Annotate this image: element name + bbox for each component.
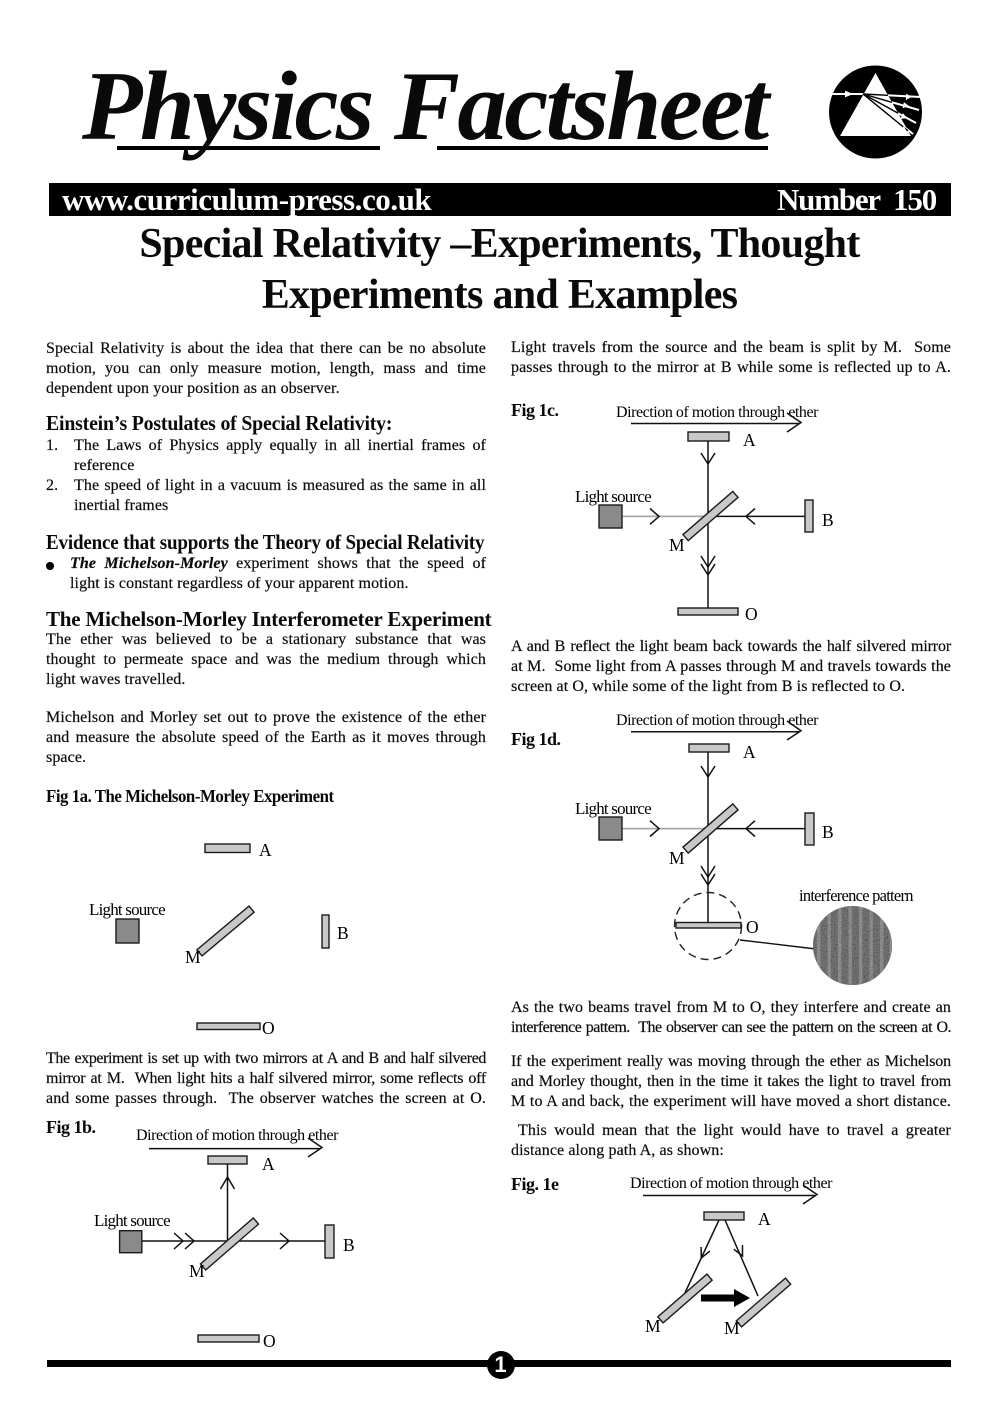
svg-text:M: M bbox=[189, 1261, 205, 1281]
svg-text:A: A bbox=[262, 1154, 275, 1174]
svg-text:Direction of motion through et: Direction of motion through ether bbox=[136, 1127, 339, 1144]
svg-text:Direction of motion through et: Direction of motion through ether bbox=[630, 1175, 833, 1192]
svg-text:M: M bbox=[669, 848, 685, 868]
svg-text:M: M bbox=[724, 1318, 740, 1338]
svg-text:O: O bbox=[262, 1018, 275, 1038]
svg-text:A: A bbox=[259, 840, 272, 860]
svg-text:B: B bbox=[822, 510, 834, 530]
svg-text:Light source: Light source bbox=[575, 487, 651, 506]
svg-text:B: B bbox=[822, 822, 834, 842]
svg-text:Direction of motion through et: Direction of motion through ether bbox=[616, 404, 819, 421]
svg-text:A: A bbox=[743, 430, 756, 450]
svg-text:O: O bbox=[746, 917, 759, 937]
svg-text:M: M bbox=[669, 535, 685, 555]
svg-text:M: M bbox=[185, 947, 201, 967]
svg-text:interference pattern: interference pattern bbox=[799, 886, 913, 905]
svg-text:B: B bbox=[343, 1235, 355, 1255]
svg-text:B: B bbox=[337, 923, 349, 943]
svg-text:A: A bbox=[743, 742, 756, 762]
svg-text:Light source: Light source bbox=[94, 1211, 170, 1230]
svg-text:O: O bbox=[745, 604, 758, 624]
svg-text:M: M bbox=[645, 1316, 661, 1336]
svg-text:Light source: Light source bbox=[575, 799, 651, 818]
svg-text:O: O bbox=[263, 1331, 276, 1351]
svg-text:Light source: Light source bbox=[89, 900, 165, 919]
svg-text:Direction of motion through et: Direction of motion through ether bbox=[616, 712, 819, 729]
svg-text:A: A bbox=[758, 1209, 771, 1229]
